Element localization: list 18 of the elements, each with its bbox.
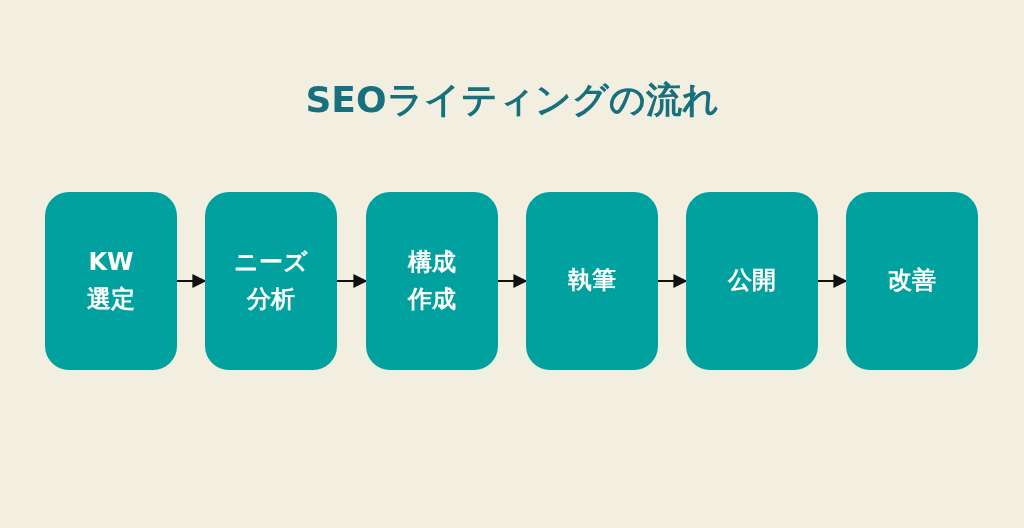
step-label: 改善 <box>888 265 936 297</box>
arrow <box>176 274 207 288</box>
process-box <box>686 192 818 370</box>
step-label: 執筆 <box>568 265 616 297</box>
step-label: 公開 <box>728 265 776 297</box>
arrow <box>817 274 848 288</box>
step-label: KW選定 <box>86 246 136 315</box>
step-label: 構成作成 <box>406 246 457 315</box>
arrow <box>497 274 528 288</box>
arrow <box>336 274 368 288</box>
process-box <box>45 192 177 370</box>
process-box <box>205 192 337 370</box>
diagram-title: SEOライティングの流れ <box>304 78 720 122</box>
process-box <box>846 192 978 370</box>
step-label: ニーズ分析 <box>233 246 309 315</box>
arrow <box>657 274 688 288</box>
process-box <box>366 192 498 370</box>
process-box <box>526 192 658 370</box>
